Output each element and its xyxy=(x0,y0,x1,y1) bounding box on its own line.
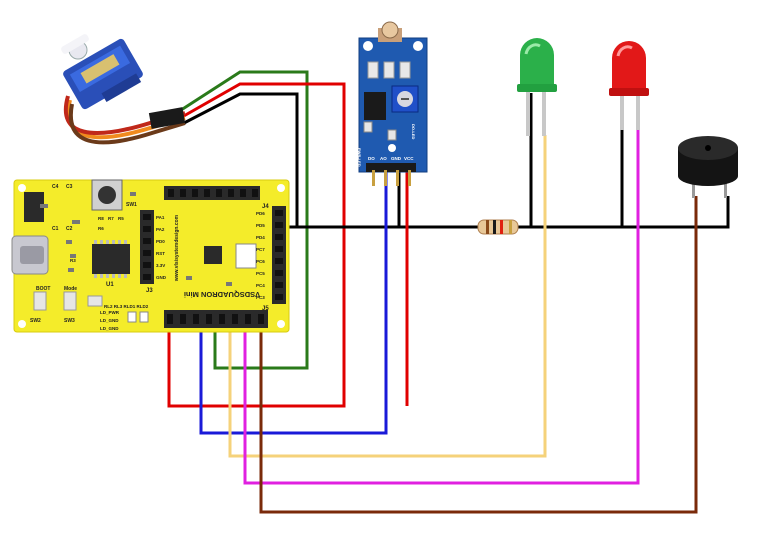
wire-ldr-blue xyxy=(199,172,388,435)
wire-servo-green xyxy=(177,70,309,370)
resistor xyxy=(477,219,519,235)
pin-label-pa2: PA2 xyxy=(156,227,165,232)
led-label-gnd-1: LD_GND xyxy=(100,318,119,323)
header-bottom xyxy=(164,310,268,328)
board-name-label: VSDSQUADRON Mini xyxy=(184,290,260,299)
red-led xyxy=(609,41,649,130)
chip-label: U1 xyxy=(106,282,114,288)
pin-label-pc7: PC7 xyxy=(256,247,265,252)
footer-label: RL2 RL3 RLD1 RLD2 xyxy=(104,304,149,309)
boot-button[interactable] xyxy=(87,295,103,307)
header-j5-label: J5 xyxy=(262,306,269,312)
header-j5 xyxy=(272,206,286,304)
ch32-chip xyxy=(92,244,130,274)
mode-label-mode: Mode xyxy=(64,286,77,292)
resistor-label-r5: R5 xyxy=(118,216,124,221)
resistor-label-r8: R8 xyxy=(98,216,104,221)
header-j3 xyxy=(140,210,154,284)
pin-label-3v3: 3.3V xyxy=(156,263,165,268)
crystal xyxy=(235,243,257,269)
green-led xyxy=(517,38,557,136)
pin-label-pd0: PD0 xyxy=(156,239,165,244)
sensor-pin-label-vcc: VCC xyxy=(404,156,414,161)
sensor-pin-label-gnd: GND xyxy=(391,156,402,161)
sensor-side-label-pwr: PWR-LED xyxy=(357,148,362,167)
pin-label-pa1: PA1 xyxy=(156,215,165,220)
header-j3-label: J3 xyxy=(146,288,153,294)
secondary-chip xyxy=(204,246,222,264)
wire-buzzer-brown xyxy=(259,196,698,514)
wire-ground-bus xyxy=(280,196,730,229)
header-j4 xyxy=(164,186,260,200)
sensor-pin-label-ao: AO xyxy=(380,156,387,161)
pin-label-pd4: PD4 xyxy=(256,235,265,240)
switch-sw3[interactable] xyxy=(63,291,77,311)
pin-label-rst: RST xyxy=(156,251,165,256)
voltage-regulator xyxy=(24,192,44,222)
led-label-gnd-2: LD_GND xyxy=(100,326,119,331)
wire-servo-red xyxy=(167,82,346,408)
switch-label-sw2: SW2 xyxy=(30,318,41,324)
resistor-label-r6: R6 xyxy=(98,226,104,231)
resistor-label-r3: R3 xyxy=(70,258,76,263)
switch-sw2[interactable] xyxy=(33,291,47,311)
header-j4-label: J4 xyxy=(262,204,269,210)
led-label-pwr: LD_PWR xyxy=(100,310,120,315)
ldr-sensor-module: PWR-LED DO-LED DO AO GND VCC xyxy=(357,21,428,186)
pin-label-pc6: PC6 xyxy=(256,259,265,264)
cap-label-c4: C4 xyxy=(52,184,59,190)
switch-label-sw3: SW3 xyxy=(64,318,75,324)
wires xyxy=(167,70,730,514)
wire-red-led-magenta xyxy=(243,127,640,485)
pin-label-pd5: PD5 xyxy=(256,223,265,228)
mode-label-boot: BOOT xyxy=(36,286,50,292)
resistor-label-r7: R7 xyxy=(108,216,114,221)
pin-label-gnd: GND xyxy=(156,275,167,280)
cap-label-c1: C1 xyxy=(52,226,59,232)
board-website-label: www.vlsisystemdesign.com xyxy=(174,214,180,282)
pin-label-pd6: PD6 xyxy=(256,211,265,216)
cap-label-c2: C2 xyxy=(66,226,73,232)
buzzer xyxy=(678,136,738,198)
wire-green-led-yellow xyxy=(228,135,547,458)
cap-label-c3: C3 xyxy=(66,184,73,190)
vsdsquadron-board: VSDSQUADRON Mini www.vlsisystemdesign.co… xyxy=(11,179,290,333)
pin-label-pc4: PC4 xyxy=(256,283,265,288)
servo-motor xyxy=(61,34,186,145)
sensor-pin-label-do: DO xyxy=(368,156,375,161)
sensor-side-label-do: DO-LED xyxy=(411,124,416,139)
button-label: SW1 xyxy=(126,202,137,208)
pin-label-pc3: PC3 xyxy=(256,295,265,300)
pin-label-pc5: PC5 xyxy=(256,271,265,276)
wire-servo-black xyxy=(183,92,299,227)
